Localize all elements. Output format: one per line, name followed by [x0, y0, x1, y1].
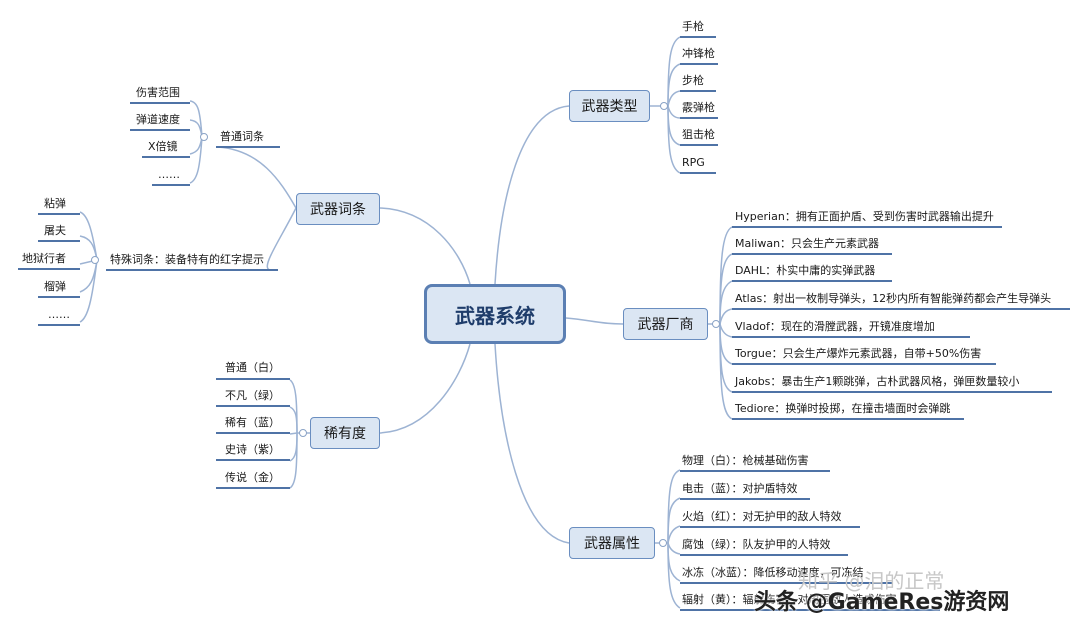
leaf-underline [152, 184, 190, 186]
leaf-underline [130, 102, 190, 104]
collapse-toggle-icon[interactable] [200, 133, 208, 141]
affix-projectile-speed[interactable]: 弹道速度 [136, 113, 180, 126]
leaf-underline [680, 470, 830, 472]
leaf-underline [680, 36, 716, 38]
rarity-legendary[interactable]: 传说（金） [225, 471, 280, 484]
weapon-affixes-node[interactable]: 武器词条 [296, 193, 380, 225]
leaf-underline [18, 268, 80, 270]
affix-butcher[interactable]: 屠夫 [44, 224, 66, 237]
leaf-underline [38, 213, 80, 215]
weapon-type-sniper[interactable]: 狙击枪 [682, 128, 715, 141]
maker-vladof[interactable]: Vladof：现在的滑膛武器，开镜准度增加 [735, 320, 935, 333]
collapse-toggle-icon[interactable] [712, 320, 720, 328]
weapon-type-rifle[interactable]: 步枪 [682, 74, 704, 87]
affix-more[interactable]: …… [48, 308, 70, 321]
leaf-underline [732, 336, 970, 338]
normal-affix-node[interactable]: 普通词条 [220, 130, 264, 143]
leaf-underline [680, 582, 892, 584]
attribute-shock[interactable]: 电击（蓝）：对护盾特效 [682, 482, 798, 495]
leaf-underline [732, 418, 964, 420]
weapon-type-smg[interactable]: 冲锋枪 [682, 47, 715, 60]
leaf-underline [732, 363, 996, 365]
leaf-underline [680, 90, 716, 92]
leaf-underline [680, 498, 810, 500]
weapon-type-shotgun[interactable]: 霰弹枪 [682, 101, 715, 114]
leaf-underline [216, 487, 290, 489]
affix-hellwalker[interactable]: 地狱行者 [22, 252, 66, 265]
maker-maliwan[interactable]: Maliwan：只会生产元素武器 [735, 237, 880, 250]
attribute-cryo[interactable]: 冰冻（冰蓝）：降低移动速度，可冻结 [682, 566, 864, 579]
leaf-underline [130, 129, 190, 131]
leaf-underline [38, 324, 80, 326]
leaf-underline [216, 432, 290, 434]
leaf-underline [106, 269, 278, 271]
attribute-radiation[interactable]: 辐射（黄）：辐射伤害，对周围敌人造成伤害 [682, 593, 897, 606]
collapse-toggle-icon[interactable] [299, 429, 307, 437]
leaf-underline [216, 405, 290, 407]
watermark-main: 头条 @GameRes游资网 [754, 590, 1010, 615]
leaf-underline [680, 144, 718, 146]
weapon-types-node[interactable]: 武器类型 [569, 90, 650, 122]
rarity-uncommon[interactable]: 不凡（绿） [225, 389, 280, 402]
rarity-node[interactable]: 稀有度 [310, 417, 380, 449]
collapse-toggle-icon[interactable] [660, 102, 668, 110]
weapon-type-handgun[interactable]: 手枪 [682, 20, 704, 33]
central-topic-node[interactable]: 武器系统 [424, 284, 566, 344]
affix-sticky[interactable]: 粘弹 [44, 197, 66, 210]
maker-hyperian[interactable]: Hyperian：拥有正面护盾、受到伤害时武器输出提升 [735, 210, 994, 223]
leaf-underline [732, 280, 892, 282]
watermark-faint: 知乎 @泪的正常 [798, 569, 945, 593]
attribute-fire[interactable]: 火焰（红）：对无护甲的敌人特效 [682, 510, 842, 523]
attribute-corrosive[interactable]: 腐蚀（绿）：队友护甲的人特效 [682, 538, 831, 551]
affix-grenade[interactable]: 榴弹 [44, 280, 66, 293]
leaf-underline [680, 554, 848, 556]
attribute-physical[interactable]: 物理（白）：枪械基础伤害 [682, 454, 809, 467]
leaf-underline [732, 226, 1002, 228]
affix-damage-range[interactable]: 伤害范围 [136, 86, 180, 99]
collapse-toggle-icon[interactable] [91, 256, 99, 264]
leaf-underline [38, 240, 80, 242]
leaf-underline [680, 609, 940, 611]
maker-torgue[interactable]: Torgue：只会生产爆炸元素武器，自带+50%伤害 [735, 347, 982, 360]
special-affix-node[interactable]: 特殊词条：装备特有的红字提示 [110, 253, 264, 266]
leaf-underline [732, 253, 892, 255]
maker-tediore[interactable]: Tediore：换弹时投掷，在撞击墙面时会弹跳 [735, 402, 951, 415]
leaf-underline [216, 378, 290, 380]
leaf-underline [732, 391, 1052, 393]
maker-jakobs[interactable]: Jakobs：暴击生产1颗跳弹，古朴武器风格，弹匣数量较小 [735, 375, 1020, 388]
leaf-underline [38, 296, 80, 298]
leaf-underline [216, 146, 280, 148]
leaf-underline [680, 526, 860, 528]
leaf-underline [680, 172, 716, 174]
collapse-toggle-icon[interactable] [659, 539, 667, 547]
weapon-attributes-node[interactable]: 武器属性 [569, 527, 655, 559]
leaf-underline [680, 63, 718, 65]
maker-dahl[interactable]: DAHL：朴实中庸的实弹武器 [735, 264, 876, 277]
leaf-underline [142, 156, 190, 158]
leaf-underline [216, 459, 290, 461]
maker-atlas[interactable]: Atlas：射出一枚制导弹头，12秒内所有智能弹药都会产生导弹头 [735, 292, 1052, 305]
affix-scope[interactable]: X倍镜 [148, 140, 178, 153]
rarity-rare[interactable]: 稀有（蓝） [225, 416, 280, 429]
rarity-epic[interactable]: 史诗（紫） [225, 443, 280, 456]
manufacturers-node[interactable]: 武器厂商 [623, 308, 708, 340]
affix-more[interactable]: …… [158, 168, 180, 181]
weapon-type-rpg[interactable]: RPG [682, 156, 705, 169]
leaf-underline [680, 117, 718, 119]
rarity-common[interactable]: 普通（白） [225, 361, 280, 374]
leaf-underline [732, 308, 1070, 310]
